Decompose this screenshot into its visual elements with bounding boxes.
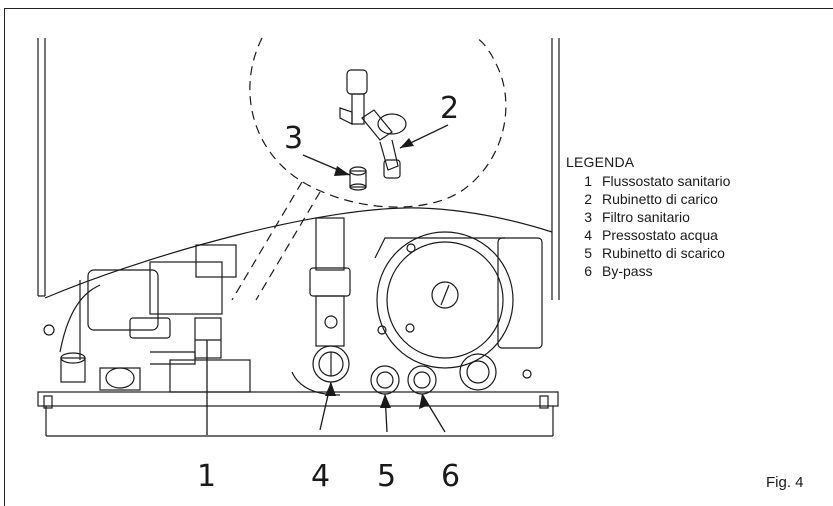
legend-item-number: 5 xyxy=(584,245,592,261)
callout-6: 6 xyxy=(441,459,460,494)
legend-item-number: 3 xyxy=(584,209,592,225)
gas-valve xyxy=(59,244,237,365)
callout-3: 3 xyxy=(284,121,303,156)
leader-lines xyxy=(206,124,449,435)
legend-title: LEGENDA xyxy=(566,154,635,170)
legend-item-number: 2 xyxy=(584,191,592,207)
circulation-pump xyxy=(374,231,543,369)
legend-item: 1 Flussostato sanitario xyxy=(566,172,730,190)
detail-components xyxy=(339,69,407,191)
boiler-casing xyxy=(37,38,560,437)
callout-numbers: 1 4 5 6 3 2 xyxy=(197,91,460,494)
legend-item-number: 4 xyxy=(584,227,592,243)
callout-2: 2 xyxy=(440,91,459,126)
legend-item: 3 Filtro sanitario xyxy=(566,208,730,226)
frame-left-rule xyxy=(4,8,5,506)
callout-4: 4 xyxy=(311,459,330,494)
central-pipe xyxy=(309,217,351,383)
callout-5: 5 xyxy=(377,459,396,494)
legend-item-label: Pressostato acqua xyxy=(602,227,718,243)
frame-top-rule xyxy=(4,8,833,9)
legend-item-label: Rubinetto di scarico xyxy=(602,245,725,261)
callout-1: 1 xyxy=(197,459,216,494)
left-fittings xyxy=(60,352,251,393)
legend-item-label: Filtro sanitario xyxy=(602,209,690,225)
legend-item: 4 Pressostato acqua xyxy=(566,226,730,244)
legend: LEGENDA 1 Flussostato sanitario 2 Rubine… xyxy=(566,153,730,280)
legend-item: 2 Rubinetto di carico xyxy=(566,190,730,208)
legend-item-label: By-pass xyxy=(602,263,653,279)
figure-label: Fig. 4 xyxy=(766,474,804,491)
legend-item: 5 Rubinetto di scarico xyxy=(566,244,730,262)
legend-item-label: Flussostato sanitario xyxy=(602,173,731,189)
legend-item: 6 By-pass xyxy=(566,262,730,280)
legend-item-number: 6 xyxy=(584,263,592,279)
leader-arrows xyxy=(325,138,429,409)
detail-circle xyxy=(231,37,507,301)
legend-item-number: 1 xyxy=(584,173,592,189)
legend-item-label: Rubinetto di carico xyxy=(602,191,718,207)
